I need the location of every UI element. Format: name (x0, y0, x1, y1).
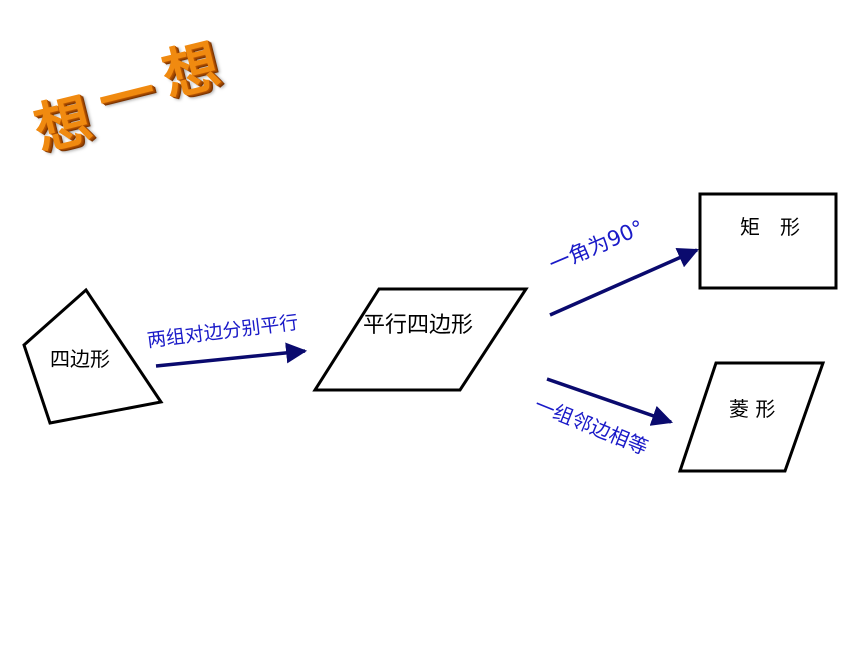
edge-label-parallelogram-to-rhombus: 一组邻边相等 (531, 392, 651, 459)
rhombus-label: 菱 形 (729, 397, 775, 421)
arrow-parallelogram-to-rhombus (546, 377, 673, 426)
parallelogram-shape (312, 287, 529, 392)
parallelogram-label: 平行四边形 (363, 313, 473, 338)
rhombus-shape (677, 361, 826, 473)
rectangle-label: 矩 形 (740, 215, 800, 239)
quadrilateral-label: 四边形 (50, 347, 110, 371)
arrow-quad-to-parallelogram (155, 342, 308, 368)
edge-label-parallelogram-to-rectangle: 一角为90° (546, 215, 648, 276)
rectangle-shape (698, 192, 838, 290)
quadrilateral-shape (22, 287, 164, 425)
arrow-parallelogram-to-rectangle (549, 248, 699, 317)
edge-label-quad-to-parallelogram: 两组对边分别平行 (146, 312, 300, 352)
